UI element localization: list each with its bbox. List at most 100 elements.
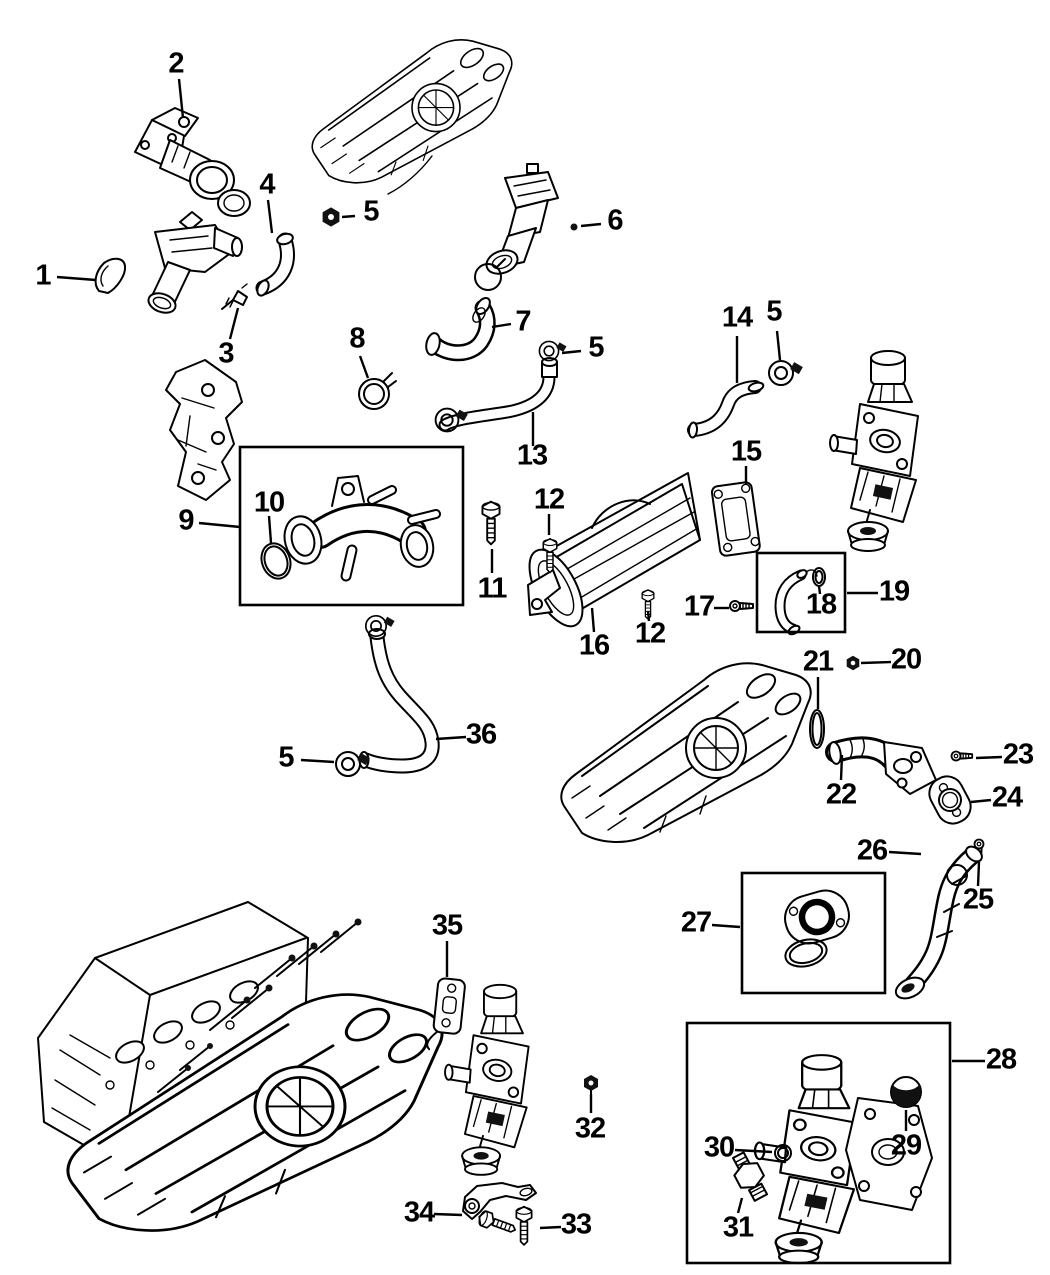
callout-28-label: 28 xyxy=(985,1043,1017,1076)
leader-line-26 xyxy=(888,850,922,856)
bolt-11-art xyxy=(481,500,501,546)
leader-line-34 xyxy=(433,1212,463,1217)
water-tube-9-art xyxy=(283,475,441,582)
mounting-bracket-art xyxy=(165,359,243,501)
callout-12-label: 12 xyxy=(634,617,666,650)
leader-line-31 xyxy=(736,1197,744,1214)
leader-line-12 xyxy=(646,610,651,622)
callout-19-label: 19 xyxy=(878,575,910,608)
leader-line-6 xyxy=(580,222,602,228)
callout-33-label: 33 xyxy=(560,1208,592,1241)
water-inlet-tube-22-art xyxy=(825,736,937,795)
egr-tube-26-art xyxy=(894,845,983,1000)
callout-9-label: 9 xyxy=(178,504,194,537)
callout-17-label: 17 xyxy=(683,590,715,623)
group-box-27 xyxy=(740,871,887,995)
callout-2-label: 2 xyxy=(168,47,184,80)
callout-29-label: 29 xyxy=(890,1129,922,1162)
hose-14-art xyxy=(687,380,765,439)
callout-27-label: 27 xyxy=(680,906,712,939)
plug-29-art xyxy=(890,1076,922,1108)
leader-line-9 xyxy=(198,521,241,529)
bolt-33b-art xyxy=(515,1205,533,1246)
fastener-6-art xyxy=(570,223,578,231)
callout-10-label: 10 xyxy=(253,486,285,519)
group-box-28 xyxy=(685,1021,952,1265)
callout-5-label: 5 xyxy=(363,195,379,228)
gasket-1-art xyxy=(94,257,127,294)
callout-5-label: 5 xyxy=(588,331,604,364)
callout-26-label: 26 xyxy=(856,834,888,867)
callout-6-label: 6 xyxy=(607,204,623,237)
intake-manifold-center-art xyxy=(560,662,812,843)
bracket-34-art xyxy=(462,1182,537,1220)
leader-line-27 xyxy=(711,923,741,929)
callout-22-label: 22 xyxy=(825,778,857,811)
oring-21-art xyxy=(809,709,825,749)
clamp-5d-art xyxy=(335,751,371,777)
callout-24-label: 24 xyxy=(991,781,1023,814)
bolt-33a-art xyxy=(475,1208,519,1238)
callout-18-label: 18 xyxy=(805,588,837,621)
group-boxes-layer xyxy=(238,445,952,1265)
egr-valve-28-art xyxy=(753,1053,858,1265)
leader-line-4 xyxy=(266,199,274,234)
group-box-19 xyxy=(755,551,847,634)
leader-line-5 xyxy=(300,758,335,764)
oring-30-art xyxy=(774,1144,792,1162)
callout-14-label: 14 xyxy=(721,301,753,334)
callout-4-label: 4 xyxy=(259,168,275,201)
callout-13-label: 13 xyxy=(516,439,548,472)
leader-line-5 xyxy=(561,349,582,355)
oring-10-art xyxy=(260,542,292,580)
leader-line-20 xyxy=(860,660,892,665)
callout-21-label: 21 xyxy=(802,645,834,678)
manifold-reference-line xyxy=(387,155,433,195)
callout-35-label: 35 xyxy=(431,909,463,942)
callout-16-label: 16 xyxy=(578,629,610,662)
clamp-5c-art xyxy=(768,360,804,386)
nut-20-art xyxy=(846,655,860,671)
leader-line-23 xyxy=(975,755,1003,760)
callout-15-label: 15 xyxy=(730,435,762,468)
cylinder-head-art xyxy=(37,901,362,1183)
callout-11-label: 11 xyxy=(477,572,508,605)
leader-line-33 xyxy=(539,1225,562,1230)
head-studs-art xyxy=(157,918,362,1093)
callout-30-label: 30 xyxy=(703,1131,735,1164)
coolant-sensor-3-art xyxy=(221,283,248,310)
callout-31-label: 31 xyxy=(722,1211,754,1244)
oring-27-art xyxy=(784,938,828,968)
callout-36-label: 36 xyxy=(465,718,497,751)
gasket-15-art xyxy=(710,481,761,557)
leader-line-7 xyxy=(491,322,512,329)
callout-7-label: 7 xyxy=(515,305,531,338)
egr-flange-28-art xyxy=(845,1097,933,1211)
water-connector-art xyxy=(485,163,559,275)
callout-23-label: 23 xyxy=(1002,738,1034,771)
clamp-8-art xyxy=(358,372,397,410)
callout-12-label: 12 xyxy=(533,483,565,516)
leader-lines-layer xyxy=(56,78,1003,1230)
leader-line-2 xyxy=(177,78,185,119)
callout-8-label: 8 xyxy=(349,322,365,355)
leader-line-22 xyxy=(839,754,844,781)
leader-line-8 xyxy=(358,355,370,379)
egr-cooler-16-art xyxy=(527,472,701,628)
coolant-outlet-housing-art xyxy=(147,211,243,314)
leader-line-36 xyxy=(435,735,467,741)
callout-5-label: 5 xyxy=(766,295,782,328)
gasket-24-art xyxy=(928,775,972,825)
hose-4-art xyxy=(255,232,295,297)
leader-line-25 xyxy=(976,861,981,887)
leader-line-24 xyxy=(970,798,992,804)
hose-7-art xyxy=(425,296,496,362)
callout-25-label: 25 xyxy=(962,883,994,916)
nut-5a-art xyxy=(322,207,340,227)
egr-valve-right-art xyxy=(829,350,919,552)
callout-32-label: 32 xyxy=(574,1112,606,1145)
leader-line-16 xyxy=(590,607,596,633)
leader-line-5 xyxy=(775,330,782,361)
